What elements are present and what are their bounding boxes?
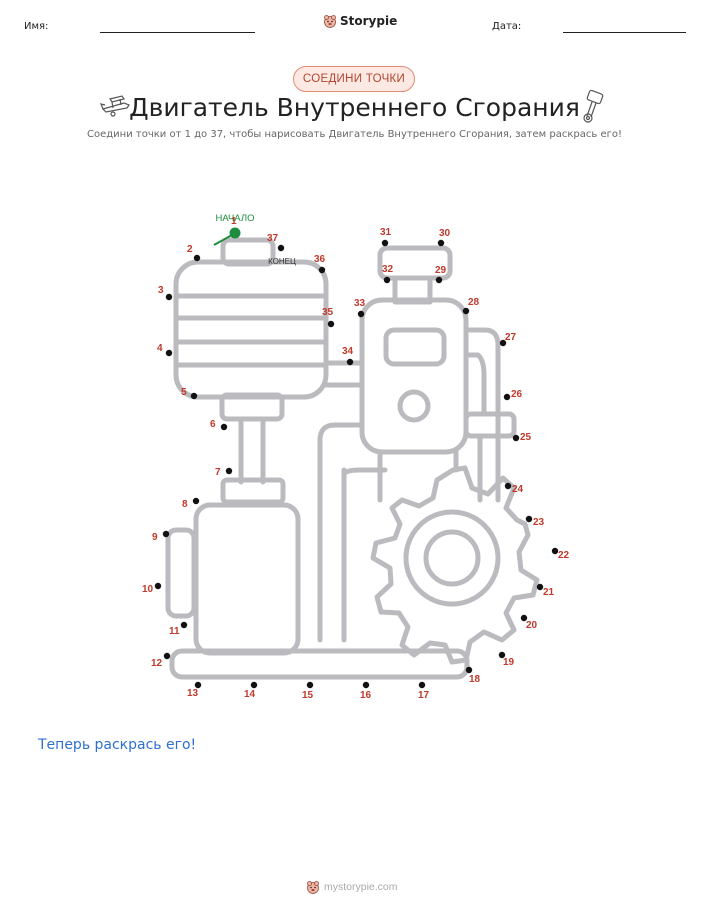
dot-26[interactable]: [503, 393, 511, 401]
dot-3[interactable]: [165, 293, 173, 301]
date-label: Дата:: [492, 21, 522, 32]
dot-28[interactable]: [462, 307, 470, 315]
dot-2[interactable]: [193, 254, 201, 262]
footer-url: mystorypie.com: [324, 881, 398, 893]
dot-15[interactable]: [306, 681, 314, 689]
dot-29[interactable]: [435, 276, 443, 284]
dot-label-14: 14: [244, 689, 256, 700]
start-dot: [229, 227, 241, 239]
dot-label-29: 29: [435, 265, 447, 276]
dot-10[interactable]: [154, 582, 162, 590]
dot-label-33: 33: [354, 298, 366, 309]
footer-mascot-icon: [307, 881, 319, 894]
piston-icon: [583, 90, 604, 123]
dot-32[interactable]: [383, 276, 391, 284]
dot-23[interactable]: [525, 515, 533, 523]
start-label: НАЧАЛО: [216, 213, 255, 224]
dot-label-6: 6: [210, 419, 216, 430]
engine-outline: [165, 237, 540, 680]
dot-label-2: 2: [187, 244, 193, 255]
instructions-text: Соедини точки от 1 до 37, чтобы нарисова…: [87, 129, 622, 140]
dot-label-32: 32: [382, 264, 394, 275]
dot-label-25: 25: [520, 432, 532, 443]
dot-label-22: 22: [558, 550, 570, 561]
footer: mystorypie.com: [306, 880, 398, 894]
activity-badge: СОЕДИНИ ТОЧКИ: [293, 66, 415, 92]
airplane-icon: [100, 95, 130, 117]
dot-27[interactable]: [499, 339, 507, 347]
name-label: Имя:: [24, 21, 49, 32]
dot-17[interactable]: [418, 681, 426, 689]
dot-label-17: 17: [418, 690, 430, 701]
dot-label-20: 20: [526, 620, 538, 631]
dot-33[interactable]: [357, 310, 365, 318]
dot-36[interactable]: [318, 266, 326, 274]
dot-label-10: 10: [142, 584, 154, 595]
dot-34[interactable]: [346, 358, 354, 366]
dot-label-7: 7: [215, 467, 221, 478]
end-label: КОНЕЦ: [268, 257, 296, 266]
dot-31[interactable]: [381, 239, 389, 247]
dot-label-31: 31: [380, 227, 392, 238]
date-line[interactable]: [563, 32, 686, 33]
dot-label-1: 1: [231, 216, 237, 227]
dot-label-13: 13: [187, 688, 199, 699]
dot-35[interactable]: [327, 320, 335, 328]
dot-label-4: 4: [157, 343, 163, 354]
dot-label-28: 28: [468, 297, 480, 308]
dot-label-15: 15: [302, 690, 314, 701]
dot-label-11: 11: [169, 626, 180, 637]
dot-label-37: 37: [267, 233, 279, 244]
dot-5[interactable]: [190, 392, 198, 400]
dot-18[interactable]: [465, 666, 473, 674]
dot-label-16: 16: [360, 690, 372, 701]
name-line[interactable]: [100, 32, 255, 33]
dot-label-23: 23: [533, 517, 545, 528]
dot-20[interactable]: [520, 614, 528, 622]
dot-7[interactable]: [225, 467, 233, 475]
dot-16[interactable]: [362, 681, 370, 689]
dot-label-19: 19: [503, 657, 515, 668]
dot-label-30: 30: [439, 228, 451, 239]
dot-label-21: 21: [543, 587, 555, 598]
mascot-icon: [324, 15, 336, 28]
dot-label-35: 35: [322, 307, 334, 318]
dot-label-18: 18: [469, 674, 481, 685]
start-arrow: [213, 234, 233, 246]
dot-8[interactable]: [192, 497, 200, 505]
dot-label-12: 12: [151, 658, 163, 669]
dot-label-36: 36: [314, 254, 326, 265]
dot-label-5: 5: [181, 387, 187, 398]
dot-19[interactable]: [498, 651, 506, 659]
dot-30[interactable]: [437, 239, 445, 247]
dot-label-34: 34: [342, 346, 354, 357]
dot-12[interactable]: [163, 652, 171, 660]
dot-24[interactable]: [504, 482, 512, 490]
dot-label-8: 8: [182, 499, 188, 510]
dot-22[interactable]: [551, 547, 559, 555]
dot-label-24: 24: [512, 484, 524, 495]
color-it-text: Теперь раскрась его!: [38, 737, 197, 753]
dot-11[interactable]: [180, 621, 188, 629]
brand-name: Storypie: [340, 14, 398, 28]
dot-14[interactable]: [250, 681, 258, 689]
dot-6[interactable]: [220, 423, 228, 431]
dot-25[interactable]: [512, 434, 520, 442]
dot-13[interactable]: [194, 681, 202, 689]
dot-21[interactable]: [536, 583, 544, 591]
brand-logo: Storypie: [323, 14, 397, 28]
dot-label-9: 9: [152, 532, 158, 543]
dot-label-27: 27: [505, 332, 517, 343]
dot-4[interactable]: [165, 349, 173, 357]
dot-37[interactable]: [277, 244, 285, 252]
page-title: Двигатель Внутреннего Сгорания: [129, 93, 580, 122]
dot-9[interactable]: [162, 530, 170, 538]
dot-label-26: 26: [511, 389, 523, 400]
dot-label-3: 3: [158, 285, 164, 296]
